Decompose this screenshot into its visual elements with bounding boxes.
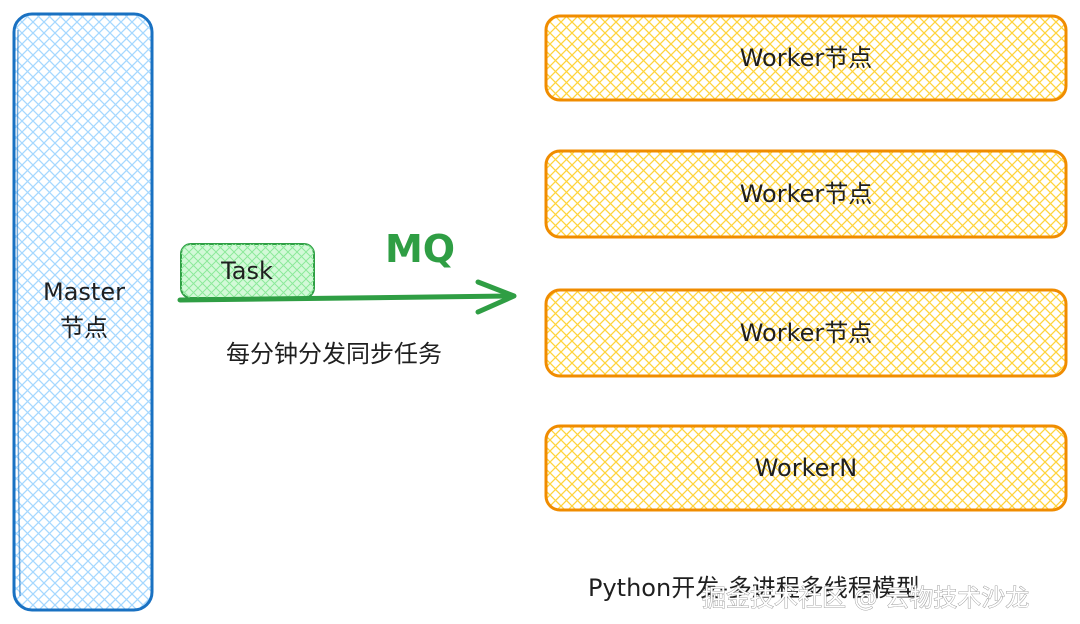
worker-node-n: WorkerN xyxy=(544,424,1068,512)
master-node: Master 节点 xyxy=(12,12,154,612)
master-node-label-type: 节点 xyxy=(60,314,108,342)
worker-node-label: Worker节点 xyxy=(740,319,873,347)
worker-node-3: Worker节点 xyxy=(544,288,1068,378)
worker-node-1: Worker节点 xyxy=(544,14,1068,102)
worker-node-label: Worker节点 xyxy=(740,44,873,72)
watermark: 掘金技术社区 @ 云物技术沙龙 xyxy=(702,584,1029,612)
worker-node-box xyxy=(544,149,1068,239)
worker-node-label: WorkerN xyxy=(755,454,858,482)
worker-node-2: Worker节点 xyxy=(544,149,1068,239)
worker-node-box xyxy=(544,14,1068,102)
diagram-caption: Python开发-多进程多线程模型 xyxy=(588,574,920,602)
master-node-box xyxy=(12,12,154,612)
dispatch-description: 每分钟分发同步任务 xyxy=(226,340,442,368)
worker-node-box xyxy=(544,288,1068,378)
task-node: Task xyxy=(180,243,315,299)
message-queue-label: MQ xyxy=(385,227,455,271)
dispatch-arrow xyxy=(177,279,517,315)
task-label: Task xyxy=(220,257,273,285)
worker-node-box xyxy=(544,424,1068,512)
arrow-line xyxy=(177,293,515,303)
arrow-head xyxy=(475,279,517,315)
worker-node-label: Worker节点 xyxy=(740,180,873,208)
master-node-label-name: Master xyxy=(43,278,125,306)
